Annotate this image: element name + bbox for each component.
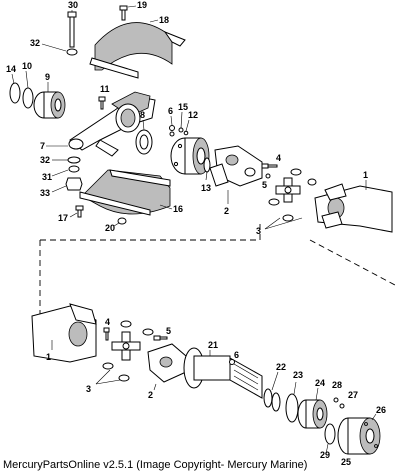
callout-8: 8 <box>140 110 145 120</box>
part-30-bolt[interactable] <box>67 11 77 48</box>
part-6-fitting-lower[interactable] <box>229 359 235 365</box>
part-10-snap-ring[interactable] <box>22 87 34 109</box>
part-32-washer-lower[interactable] <box>67 156 81 164</box>
callout-19: 19 <box>137 0 147 10</box>
callout-3-upper: 3 <box>256 226 261 236</box>
callout-5-upper: 5 <box>262 180 267 190</box>
callout-16: 16 <box>173 204 183 214</box>
part-27-fitting[interactable] <box>339 403 345 409</box>
callout-23: 23 <box>293 370 303 380</box>
part-23-snap-ring[interactable] <box>285 393 299 423</box>
image-copyright-caption: MercuryPartsOnline v2.5.1 (Image Copyrig… <box>3 459 308 471</box>
callout-32-top: 32 <box>30 38 40 48</box>
part-4-bolt-upper[interactable] <box>261 163 278 169</box>
callout-7: 7 <box>40 141 45 151</box>
part-3-snap-rings-lower[interactable] <box>102 320 154 382</box>
part-18-upper-shield[interactable] <box>89 22 186 79</box>
upper-flange-shaft[interactable] <box>170 137 210 175</box>
connection-dashed-line <box>39 220 396 333</box>
callout-29: 29 <box>320 450 330 460</box>
callout-2-lower: 2 <box>148 390 153 400</box>
part-17-screw[interactable] <box>75 205 84 218</box>
callout-26: 26 <box>376 405 386 415</box>
callout-12: 12 <box>188 110 198 120</box>
callout-14: 14 <box>6 64 16 74</box>
part-12-fitting[interactable] <box>183 130 189 136</box>
part-9-bearing[interactable] <box>33 91 66 119</box>
part-28-fitting[interactable] <box>333 397 339 403</box>
callout-4-lower: 4 <box>105 317 110 327</box>
callout-4-upper: 4 <box>276 153 281 163</box>
part-16-lower-shield[interactable] <box>79 169 171 216</box>
part-2-yoke-lower[interactable] <box>147 343 187 383</box>
part-19-screw[interactable] <box>119 5 128 21</box>
part-31-lockwasher[interactable] <box>68 165 80 173</box>
callout-28: 28 <box>332 380 342 390</box>
callout-22: 22 <box>276 362 286 372</box>
u-joint-cross-lower[interactable] <box>111 331 141 361</box>
part-5-screw-lower[interactable] <box>153 335 168 341</box>
bearing-housing-bracket[interactable] <box>68 91 156 157</box>
part-24-bearing[interactable] <box>297 399 328 429</box>
callout-6-lower: 6 <box>234 350 239 360</box>
part-25-26-end-housing[interactable] <box>337 417 381 455</box>
u-joint-cross-upper[interactable] <box>275 177 301 203</box>
callout-21: 21 <box>208 340 218 350</box>
callout-33: 33 <box>40 188 50 198</box>
part-1-driveshaft-lower[interactable] <box>31 303 97 363</box>
callout-15: 15 <box>178 102 188 112</box>
callout-1-lower: 1 <box>46 352 51 362</box>
part-2-yoke-upper[interactable] <box>209 145 263 187</box>
part-6-grease-fitting[interactable] <box>169 125 175 137</box>
callout-3-lower: 3 <box>86 384 91 394</box>
part-32-washer[interactable] <box>66 48 78 56</box>
callout-2-upper: 2 <box>224 206 229 216</box>
callout-32-lower: 32 <box>40 155 50 165</box>
callout-30: 30 <box>68 0 78 10</box>
callout-6-top: 6 <box>168 106 173 116</box>
callout-1-upper: 1 <box>363 170 368 180</box>
part-11-bolt[interactable] <box>98 96 106 110</box>
part-1-driveshaft-upper[interactable] <box>314 183 393 233</box>
callout-20: 20 <box>105 223 115 233</box>
callout-25: 25 <box>341 457 351 467</box>
part-3-snap-rings-upper[interactable] <box>268 168 317 222</box>
part-33-nut[interactable] <box>65 177 83 191</box>
callout-11: 11 <box>100 84 110 94</box>
callout-9: 9 <box>45 72 50 82</box>
callout-27: 27 <box>348 390 358 400</box>
callout-18: 18 <box>159 15 169 25</box>
callout-13: 13 <box>201 183 211 193</box>
callout-31: 31 <box>42 172 52 182</box>
part-4-bolt-lower[interactable] <box>103 327 110 341</box>
callout-10: 10 <box>22 61 32 71</box>
part-5-nut-upper[interactable] <box>265 173 271 179</box>
part-13-o-ring[interactable] <box>203 157 211 173</box>
part-15-fitting[interactable] <box>178 127 184 133</box>
part-21-input-shaft[interactable] <box>183 347 263 399</box>
callout-5-lower: 5 <box>166 326 171 336</box>
part-22-o-rings[interactable] <box>263 388 281 412</box>
callout-24: 24 <box>315 378 325 388</box>
part-20-washer[interactable] <box>117 217 127 225</box>
part-8-seal[interactable] <box>135 129 153 155</box>
callout-17: 17 <box>58 213 68 223</box>
part-14-snap-ring[interactable] <box>9 82 21 104</box>
part-29-seal[interactable] <box>324 423 336 445</box>
